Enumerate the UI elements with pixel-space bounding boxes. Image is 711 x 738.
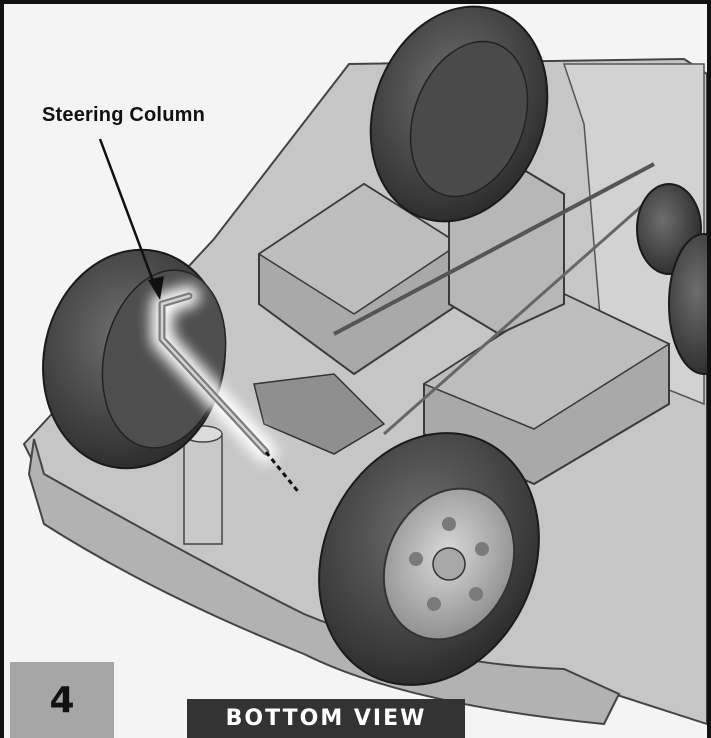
front-wheel-right — [318, 432, 540, 686]
callout-arrow — [98, 138, 164, 300]
front-bumper — [27, 438, 621, 726]
view-label: BOTTOM VIEW — [187, 699, 465, 738]
step-number: 4 — [49, 679, 75, 721]
steering-column-label: Steering Column — [42, 104, 206, 126]
step-number-box: 4 — [10, 662, 114, 738]
steering-column-hidden-line — [264, 451, 302, 495]
steering-column — [151, 285, 302, 495]
vehicle-bottom-view-illustration — [22, 5, 707, 726]
rear-wheel-top — [369, 5, 549, 223]
